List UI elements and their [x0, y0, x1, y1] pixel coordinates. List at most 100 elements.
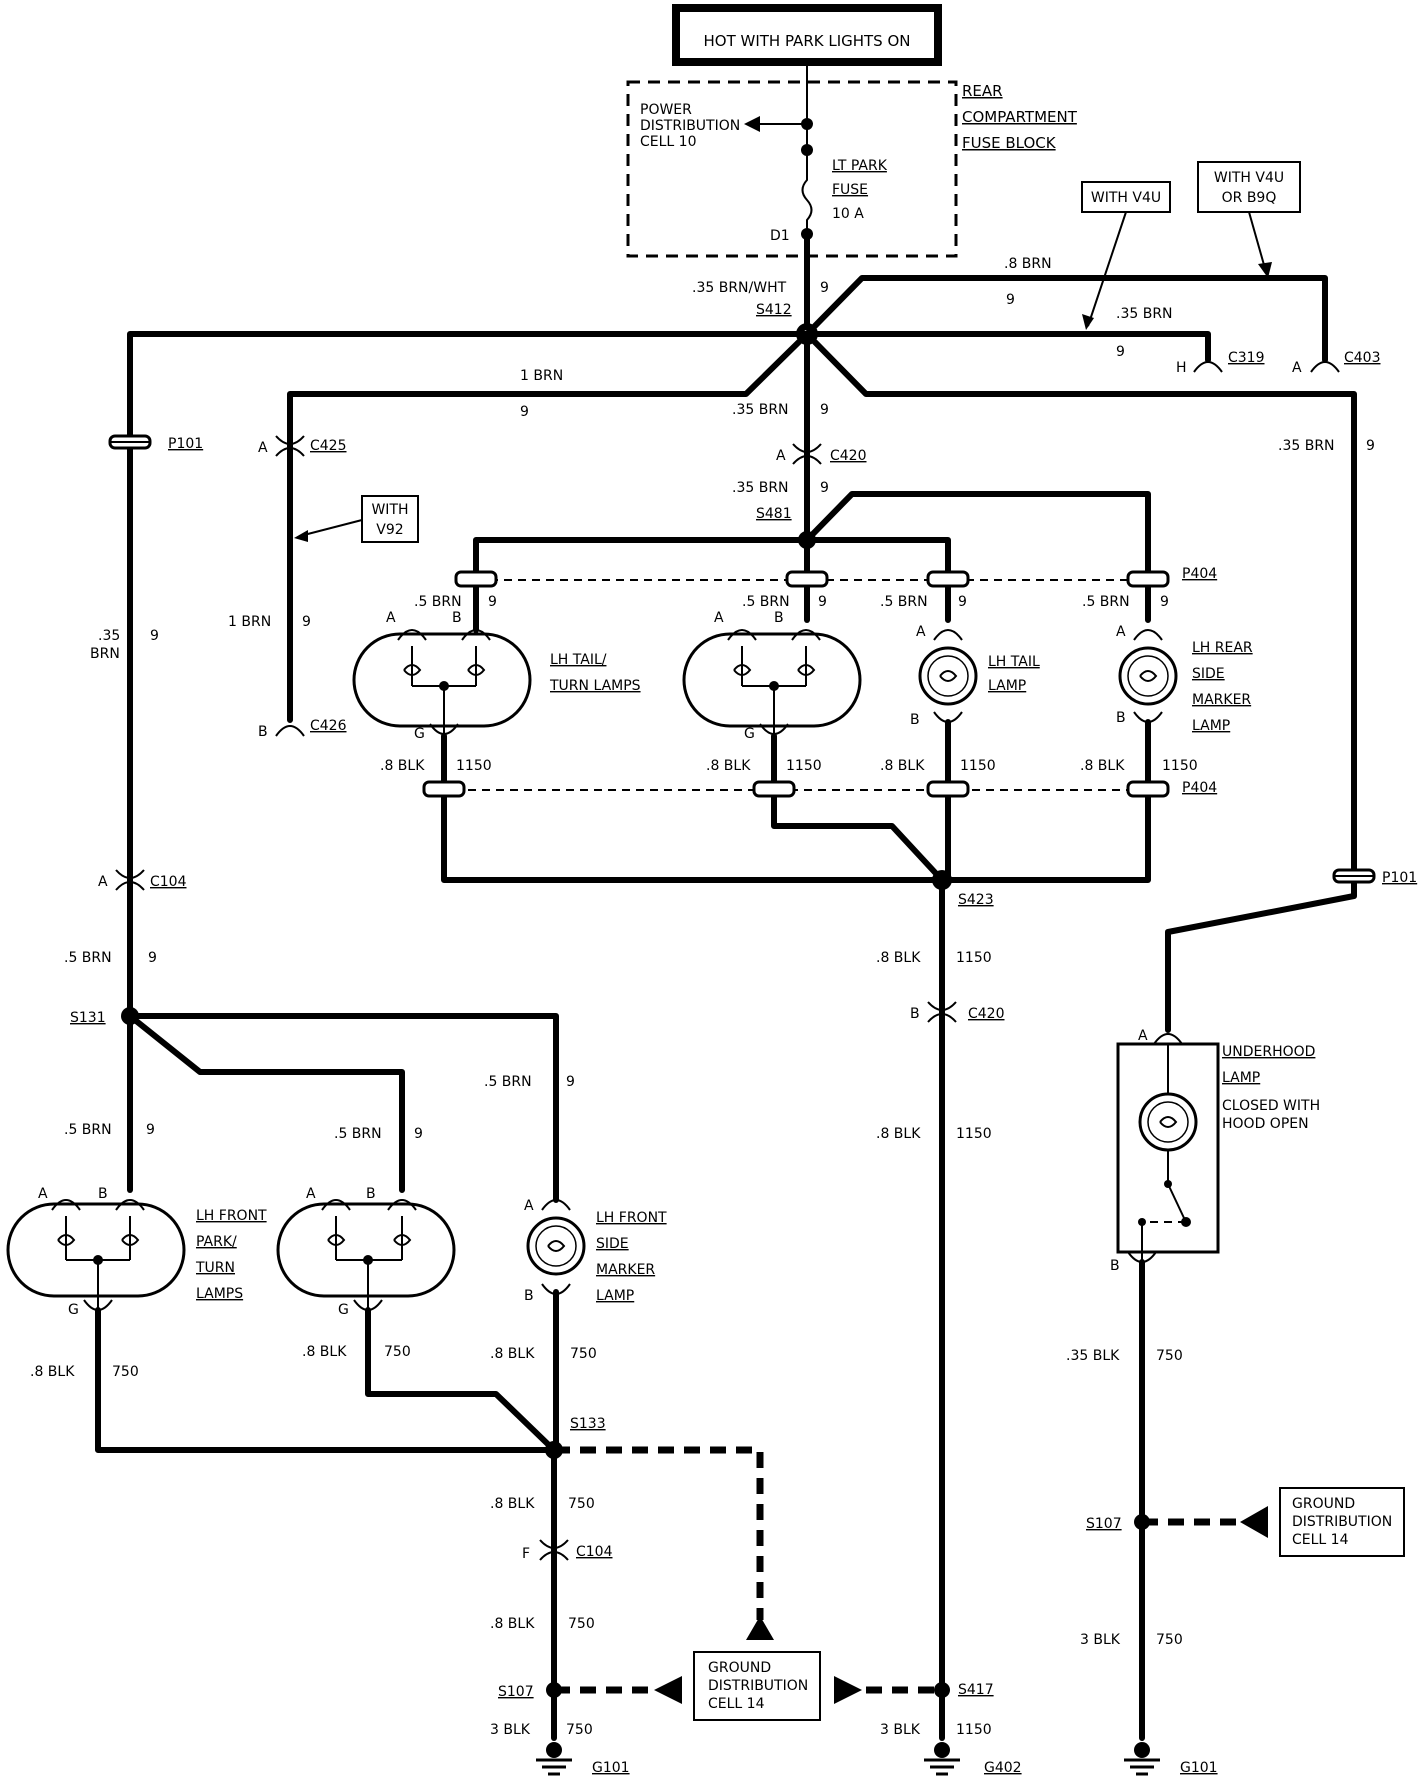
wire-label-08blk-rear-1: .8 BLK: [380, 758, 425, 774]
splice-s417-label: S417: [958, 1682, 994, 1698]
c425-label: C425: [310, 438, 347, 454]
bulb-filament-icon: [733, 664, 816, 676]
wire-circuit-750-underhood: 750: [1156, 1348, 1183, 1364]
lh-front-park-label-4: LAMPS: [196, 1286, 243, 1302]
wire-circuit-9-s131: 9: [148, 950, 157, 966]
wire-label-brn-wht: .35 BRN/WHT: [692, 280, 787, 296]
wire-label-08blk-c420: .8 BLK: [876, 1126, 921, 1142]
wire-label-035blk-underhood: .35 BLK: [1066, 1348, 1120, 1364]
wire-s481-to-lh-tail-turn-1: [473, 537, 810, 623]
front2-pin-g: G: [338, 1302, 349, 1318]
fuse-block-label-2: COMPARTMENT: [962, 108, 1078, 126]
wire-circuit-9-s481: 9: [820, 480, 829, 496]
note-v92-leader: [299, 519, 363, 537]
fuse-symbol-icon: [801, 150, 813, 234]
wire-circuit-1150-rear-3: 1150: [960, 758, 996, 774]
pdc-label-2: DISTRIBUTION: [640, 118, 740, 134]
wire-label-035brn-c319: .35 BRN: [1116, 306, 1173, 322]
lh-tail-turn-lamp-1: A B G: [352, 610, 532, 742]
connector-c104-front: F C104: [522, 1539, 613, 1562]
wire-label-035brn-c420: .35 BRN: [732, 402, 789, 418]
connector-c403-label: C403: [1344, 350, 1381, 366]
note-v92-arrow-icon: [294, 530, 308, 542]
lh-front-park-lamp-1: A B G: [6, 1186, 186, 1318]
wire-label-08blk-front2: .8 BLK: [302, 1344, 347, 1360]
c420-top-label: C420: [830, 448, 867, 464]
note-v4u-b9q-line2: OR B9Q: [1222, 190, 1277, 206]
gdc-center-line1: GROUND: [708, 1660, 771, 1676]
lh-rear-label-2: SIDE: [1192, 666, 1225, 682]
wire-s131-to-park-2: [127, 1013, 405, 1193]
bulb-filament-icon: [327, 1234, 412, 1246]
wire-circuit-750-c104: 750: [568, 1616, 595, 1632]
gdc-right-line2: DISTRIBUTION: [1292, 1514, 1392, 1530]
connector-c425: A C425: [258, 435, 347, 457]
c104-front-pin-f: F: [522, 1546, 530, 1562]
connector-p101-left: P101: [108, 434, 203, 452]
connector-c104-left: A C104: [98, 869, 187, 891]
ground-arrow-right-icon: [654, 1676, 682, 1704]
p404-bottom-label: P404: [1182, 780, 1217, 796]
note-v4u-b9q-leader: [1248, 211, 1267, 273]
wire-circuit-9-park1: 9: [146, 1122, 155, 1138]
lh-front-side-marker-lamp: A B LH FRONT SIDE MARKER LAMP: [524, 1198, 667, 1304]
ground-arrow-up-icon: [746, 1616, 774, 1640]
front-side-pin-a: A: [524, 1198, 534, 1214]
ground-arrow-left-icon-right: [1240, 1506, 1268, 1538]
connector-c426-pin: [275, 725, 305, 737]
underhood-label-1: UNDERHOOD: [1222, 1044, 1315, 1060]
lh-front-side-label-2: SIDE: [596, 1236, 629, 1252]
wire-circuit-750-front2: 750: [384, 1344, 411, 1360]
c403-pin-a: A: [1292, 360, 1302, 376]
ground-g101-left-icon: G101: [536, 1742, 630, 1776]
wire-label-08blk-s133: .8 BLK: [490, 1496, 535, 1512]
wire-circuit-1150-rear-1: 1150: [456, 758, 492, 774]
lh-front-park-label-2: PARK/: [196, 1234, 237, 1250]
underhood-label-2: LAMP: [1222, 1070, 1260, 1086]
splice-s131-label: S131: [70, 1010, 106, 1026]
note-v4u-leader: [1087, 211, 1127, 327]
bulb-icon: [547, 1240, 566, 1252]
note-v4u-b9q-arrow-icon: [1258, 262, 1272, 278]
lh-front-side-label-4: LAMP: [596, 1288, 634, 1304]
hood-switch-icon: [1167, 1183, 1185, 1219]
wire-s481-to-lh-rear-side: [804, 491, 1151, 623]
ground-arrow-left-icon: [834, 1676, 862, 1704]
lh-front-park-lamp-2: A B G: [276, 1186, 456, 1318]
wire-circuit-9-c425-top: 9: [520, 404, 529, 420]
wire-circuit-750-g101-right: 750: [1156, 1632, 1183, 1648]
wire-label-05brn-park1: .5 BRN: [64, 1122, 112, 1138]
s133-ground-dashed: [554, 1446, 764, 1620]
wire-s412-to-c403: [804, 275, 1328, 363]
ground-distribution-right: GROUND DISTRIBUTION CELL 14: [1279, 1487, 1405, 1557]
fuse-label-3: 10 A: [832, 206, 864, 222]
ground-g101-right-label: G101: [1180, 1760, 1218, 1776]
fuse-block-boundary: [626, 80, 958, 258]
wire-label-035-left-2: BRN: [90, 646, 120, 662]
wire-label-05brn-rear-2: .5 BRN: [742, 594, 790, 610]
front2-pin-a: A: [306, 1186, 316, 1202]
lh-rear-pin-b: B: [1116, 710, 1126, 726]
note-with-v4u: WITH V4U: [1081, 181, 1171, 330]
splice-s417: [934, 1682, 950, 1698]
lh-tail-turn-label-2: TURN LAMPS: [549, 678, 641, 694]
wire-label-3blk-g402: 3 BLK: [880, 1722, 921, 1738]
wire-label-08brn-c403: .8 BRN: [1004, 256, 1052, 272]
wire-circuit-1150-rear-2: 1150: [786, 758, 822, 774]
wire-circuit-9-side: 9: [566, 1074, 575, 1090]
front2-pin-b: B: [366, 1186, 376, 1202]
note-with-v4u-b9q: WITH V4U OR B9Q: [1197, 161, 1301, 278]
lamp2-pin-g: G: [744, 726, 755, 742]
wire-label-08blk-rear-3: .8 BLK: [880, 758, 925, 774]
wire-s131-to-side-marker: [127, 1013, 559, 1203]
lh-tail-turn-lamp-2: A B G: [682, 610, 862, 742]
wire-circuit-9-c403: 9: [1006, 292, 1015, 308]
fuse-terminal-label: D1: [770, 228, 790, 244]
wire-circuit-750-side: 750: [570, 1346, 597, 1362]
wire-circuit-1150-g402: 1150: [956, 1722, 992, 1738]
lh-front-park-label-3: TURN: [195, 1260, 235, 1276]
lh-rear-pin-a: A: [1116, 624, 1126, 640]
wire-s412-to-s131: [127, 331, 810, 1019]
